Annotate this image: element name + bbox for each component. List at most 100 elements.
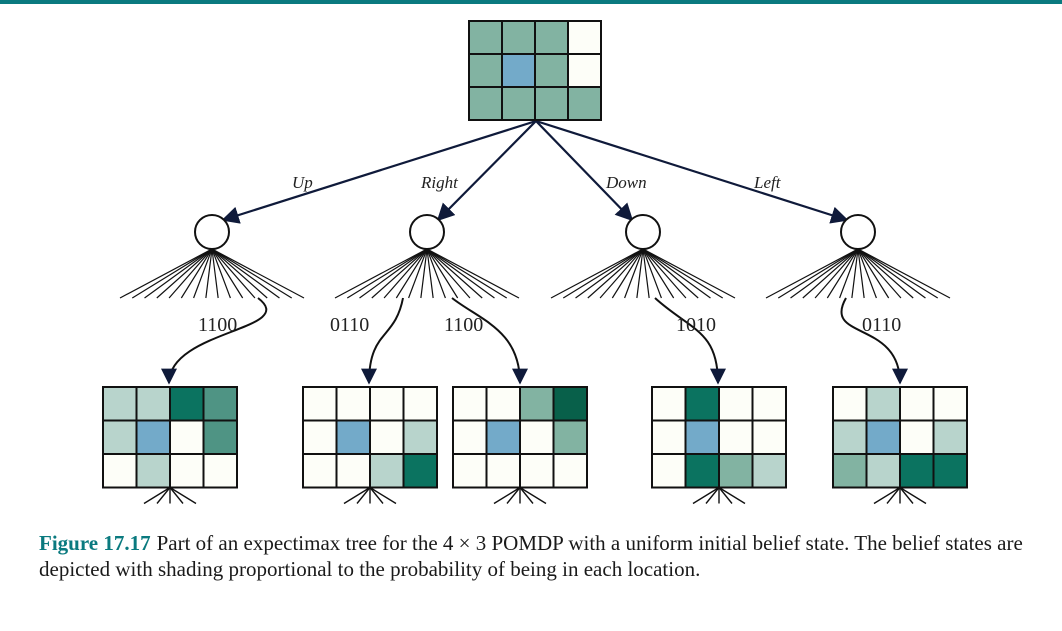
- belief-cell: [485, 386, 521, 422]
- belief-cell: [468, 20, 503, 55]
- fan-line: [642, 248, 711, 299]
- belief-cell: [452, 386, 488, 422]
- fan-line: [802, 248, 859, 299]
- observation-edge: [161, 297, 268, 385]
- leaf-fan-line: [156, 487, 171, 504]
- fan-line: [383, 248, 428, 299]
- fan-line: [395, 248, 428, 299]
- belief-cell: [567, 53, 602, 88]
- agent-cell: [485, 419, 521, 455]
- belief-state-grids: [102, 20, 968, 489]
- observation-label-3: 1100: [444, 314, 483, 336]
- observation-fan: [550, 248, 736, 299]
- fan-line: [642, 248, 736, 299]
- chance-node: [625, 214, 661, 250]
- belief-cell: [865, 453, 901, 489]
- fan-line: [636, 248, 644, 299]
- fan-line: [777, 248, 859, 299]
- observation-fan: [765, 248, 951, 299]
- fan-line: [599, 248, 644, 299]
- action-label-left: Left: [753, 173, 782, 192]
- belief-cell: [932, 419, 968, 455]
- agent-cell: [501, 53, 536, 88]
- agent-cell: [684, 419, 720, 455]
- agent-cell: [865, 419, 901, 455]
- belief-cell: [865, 386, 901, 422]
- belief-cell: [832, 386, 868, 422]
- leaf-fan: [343, 486, 397, 505]
- leaf-fan-line: [343, 486, 371, 505]
- fan-line: [211, 248, 231, 299]
- leaf-fan-line: [705, 487, 720, 504]
- leaf-fan: [692, 486, 746, 505]
- leaf-belief-grid: [102, 386, 238, 489]
- belief-cell: [899, 386, 935, 422]
- action-label-right: Right: [420, 173, 459, 192]
- agent-cell: [135, 419, 171, 455]
- fan-line: [642, 248, 724, 299]
- belief-cell: [534, 53, 569, 88]
- action-edge: [535, 119, 849, 224]
- belief-cell: [684, 386, 720, 422]
- belief-cell: [169, 419, 205, 455]
- belief-cell: [519, 453, 555, 489]
- fan-line: [168, 248, 213, 299]
- fan-line: [131, 248, 213, 299]
- fan-line: [346, 248, 428, 299]
- fan-line: [765, 248, 859, 299]
- fan-line: [119, 248, 213, 299]
- fan-line: [211, 248, 244, 299]
- fan-line: [426, 248, 520, 299]
- fan-line: [562, 248, 644, 299]
- agent-cell: [335, 419, 371, 455]
- leaf-fan-line: [506, 487, 521, 504]
- belief-cell: [751, 453, 787, 489]
- fan-line: [642, 248, 699, 299]
- belief-cell: [501, 86, 536, 121]
- belief-cell: [718, 386, 754, 422]
- fan-line: [857, 248, 939, 299]
- fan-line: [371, 248, 428, 299]
- action-edge: [221, 119, 537, 224]
- action-edges: [161, 119, 908, 385]
- chance-node: [840, 214, 876, 250]
- fan-line: [205, 248, 213, 299]
- belief-cell: [202, 453, 238, 489]
- belief-cell: [402, 453, 438, 489]
- fan-line: [211, 248, 293, 299]
- observation-label-1: 1100: [198, 314, 237, 336]
- fan-line: [211, 248, 305, 299]
- leaf-fan: [493, 486, 547, 505]
- belief-cell: [534, 20, 569, 55]
- belief-cell: [135, 453, 171, 489]
- caption-text: Part of an expectimax tree for the 4 × 3…: [39, 531, 1023, 581]
- belief-cell: [369, 386, 405, 422]
- fan-line: [211, 248, 268, 299]
- leaf-fan: [873, 486, 927, 505]
- fan-line: [857, 248, 890, 299]
- belief-cell: [169, 453, 205, 489]
- belief-cell: [519, 386, 555, 422]
- top-accent-bar: [0, 0, 1062, 4]
- belief-cell: [718, 419, 754, 455]
- belief-cell: [202, 419, 238, 455]
- fan-line: [408, 248, 428, 299]
- belief-cell: [932, 386, 968, 422]
- belief-cell: [751, 419, 787, 455]
- belief-cell: [402, 419, 438, 455]
- belief-cell: [552, 386, 588, 422]
- observation-edge: [654, 297, 726, 385]
- belief-cell: [335, 453, 371, 489]
- observation-label-4: 1010: [676, 314, 716, 336]
- belief-cell: [651, 419, 687, 455]
- fan-line: [790, 248, 859, 299]
- leaf-fan-line: [369, 486, 397, 505]
- fan-line: [814, 248, 859, 299]
- fan-line: [211, 248, 219, 299]
- leaf-fan-line: [873, 486, 901, 505]
- belief-cell: [651, 453, 687, 489]
- fan-line: [857, 248, 926, 299]
- belief-cell: [468, 53, 503, 88]
- belief-cell: [452, 453, 488, 489]
